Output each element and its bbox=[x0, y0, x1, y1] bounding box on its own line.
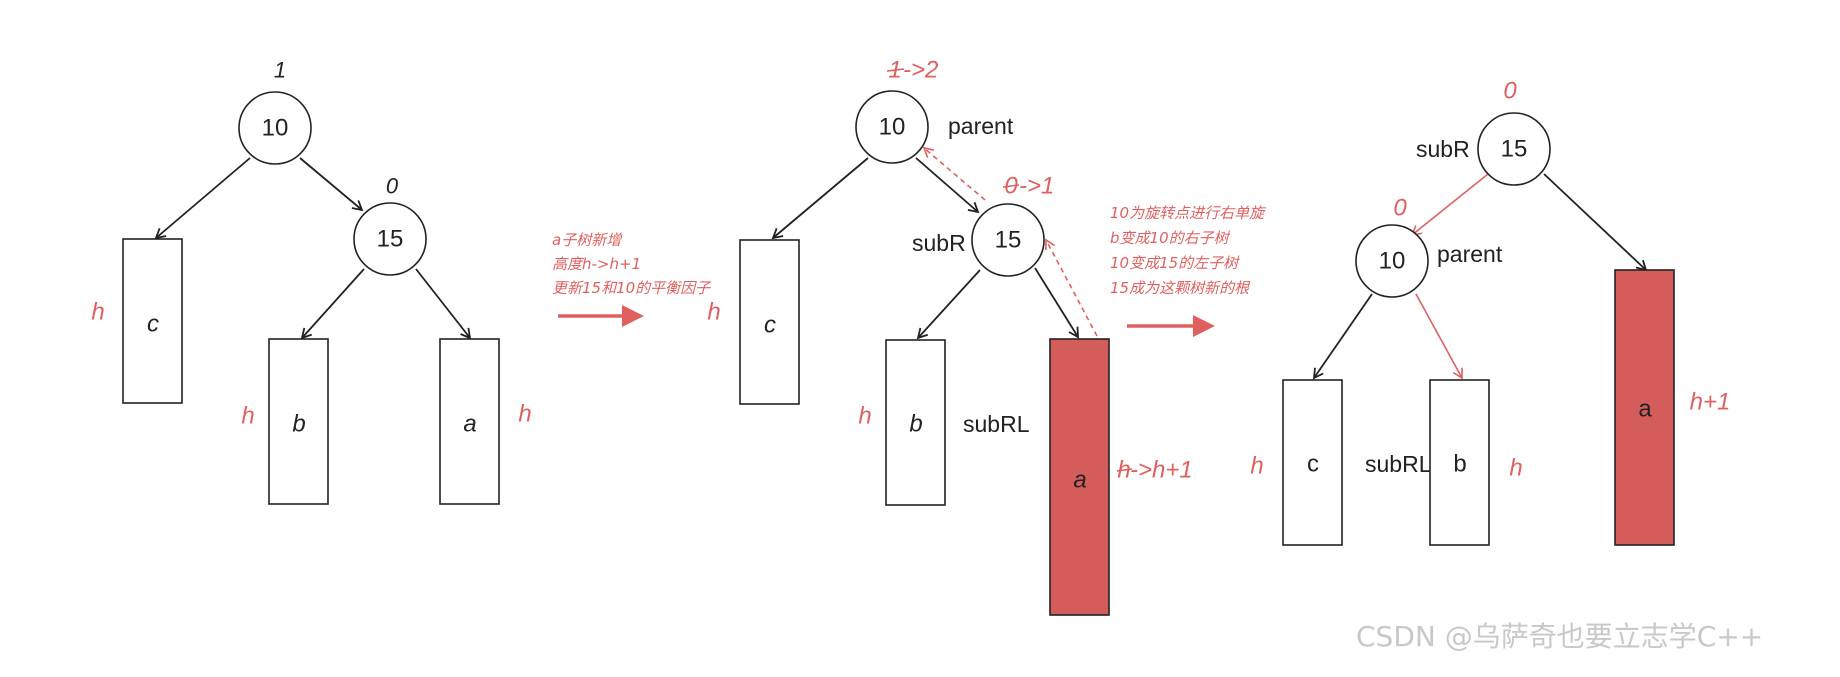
strike-height-a bbox=[1116, 468, 1133, 472]
subtree-a-label: a bbox=[463, 411, 476, 438]
bf-10: 1 bbox=[274, 58, 286, 83]
role-parent-s2: parent bbox=[948, 113, 1014, 139]
subtree-c bbox=[122, 238, 183, 404]
node-10-s2-label: 10 bbox=[879, 114, 906, 141]
subtree-c-s3 bbox=[1282, 379, 1343, 546]
bf-15-s2-new: ->1 bbox=[1019, 173, 1054, 200]
height-c: h bbox=[91, 299, 104, 326]
note1-line-1: a子树新增 bbox=[552, 231, 623, 249]
node-15-label: 15 bbox=[377, 226, 404, 253]
role-subR-s2: subR bbox=[912, 230, 966, 256]
edge-10-to-15-2 bbox=[915, 157, 980, 214]
node-15 bbox=[353, 202, 427, 276]
bf-15-s3: 0 bbox=[1503, 78, 1517, 105]
note2-line-2: b变成10的右子树 bbox=[1110, 229, 1231, 247]
edge-15-to-a bbox=[415, 268, 472, 340]
height-b-s2: h bbox=[858, 403, 871, 430]
node-10-label: 10 bbox=[262, 115, 289, 142]
subtree-b-s2 bbox=[885, 339, 946, 506]
node-15-s2 bbox=[971, 203, 1045, 277]
bf-10-s3: 0 bbox=[1393, 195, 1407, 222]
subtree-a-s3 bbox=[1614, 269, 1675, 546]
edge-10-to-b-s3 bbox=[1415, 293, 1463, 380]
node-10-s3 bbox=[1355, 224, 1429, 298]
role-subR-s3: subR bbox=[1416, 136, 1470, 162]
watermark: CSDN @乌萨奇也要立志学C++ bbox=[1356, 620, 1763, 653]
stage2: 10 1 ->2 parent 15 0 ->1 subR c h b h su… bbox=[707, 57, 1193, 616]
edge-15-to-10-s3 bbox=[1410, 173, 1489, 237]
stage1: 10 1 15 0 c h b h a h bbox=[91, 58, 532, 505]
bf-15: 0 bbox=[386, 174, 399, 199]
label-subRL-s3: subRL bbox=[1365, 451, 1432, 477]
edge-10-to-c-2 bbox=[771, 157, 869, 240]
note2-line-3: 10变成15的左子树 bbox=[1110, 254, 1240, 272]
subtree-b-s3 bbox=[1429, 379, 1490, 546]
note1-line-2: 高度h->h+1 bbox=[552, 255, 641, 273]
subtree-c-s2 bbox=[739, 239, 800, 405]
edge-10-to-15 bbox=[299, 157, 364, 212]
subtree-c-s2-label: c bbox=[764, 312, 776, 339]
note1: a子树新增 高度h->h+1 更新15和10的平衡因子 bbox=[552, 231, 711, 327]
node-10-s3-label: 10 bbox=[1379, 248, 1406, 275]
edge-10-to-c-s3 bbox=[1312, 293, 1373, 380]
bf-10-s2-new: ->2 bbox=[903, 57, 938, 84]
height-b: h bbox=[241, 403, 254, 430]
note2-line-4: 15成为这颗树新的根 bbox=[1110, 279, 1251, 297]
subtree-a-s2 bbox=[1049, 338, 1110, 616]
edge-10-to-c bbox=[154, 157, 251, 240]
edge-15-to-a-s3 bbox=[1543, 173, 1648, 272]
height-c-s3: h bbox=[1250, 453, 1263, 480]
label-subRL-s2: subRL bbox=[963, 411, 1030, 437]
subtree-b-s3-label: b bbox=[1453, 451, 1466, 478]
edge-15-to-a-2 bbox=[1034, 267, 1079, 339]
node-10-s2 bbox=[855, 90, 929, 164]
strike-bf-15 bbox=[1002, 184, 1020, 188]
node-15-s3 bbox=[1477, 112, 1551, 186]
node-15-s3-label: 15 bbox=[1501, 136, 1528, 163]
height-a-s2-new: ->h+1 bbox=[1130, 457, 1193, 484]
height-c-s2: h bbox=[707, 299, 720, 326]
subtree-b-s2-label: b bbox=[909, 411, 922, 438]
height-a-s3: h+1 bbox=[1690, 389, 1731, 416]
strike-bf-10 bbox=[886, 68, 905, 72]
subtree-b bbox=[268, 338, 329, 505]
node-10 bbox=[238, 91, 312, 165]
subtree-c-s3-label: c bbox=[1307, 451, 1319, 478]
node-15-s2-label: 15 bbox=[995, 227, 1022, 254]
subtree-c-label: c bbox=[147, 311, 159, 338]
note2-line-1: 10为旋转点进行右单旋 bbox=[1110, 204, 1267, 222]
update-arrow-15-to-10 bbox=[922, 146, 986, 201]
subtree-a-s3-label: a bbox=[1638, 396, 1652, 423]
update-arrow-a-to-15 bbox=[1045, 238, 1098, 337]
height-b-s3: h bbox=[1509, 455, 1522, 482]
subtree-a bbox=[439, 338, 500, 505]
subtree-a-s2-label: a bbox=[1073, 467, 1086, 494]
height-a: h bbox=[518, 401, 531, 428]
edge-15-to-b bbox=[300, 268, 365, 340]
stage3: 15 0 subR 10 0 parent c h subRL b h a h+… bbox=[1250, 78, 1730, 546]
edge-15-to-b-2 bbox=[916, 269, 981, 340]
note1-line-3: 更新15和10的平衡因子 bbox=[552, 279, 711, 297]
role-parent-s3: parent bbox=[1437, 241, 1503, 267]
subtree-b-label: b bbox=[292, 411, 305, 438]
note2: 10为旋转点进行右单旋 b变成10的右子树 10变成15的左子树 15成为这颗树… bbox=[1110, 204, 1267, 337]
